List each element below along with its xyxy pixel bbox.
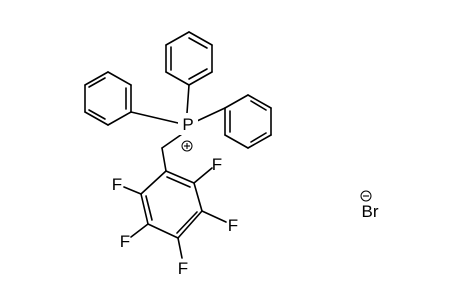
- phosphorus-label: P: [182, 115, 193, 134]
- fluorine-label: F: [112, 175, 122, 194]
- fluorine-label: F: [178, 259, 188, 278]
- fluorine-label: F: [120, 232, 130, 251]
- pentafluorophenyl-ring: [140, 170, 203, 239]
- phenyl-ring-left: [84, 71, 132, 126]
- positive-charge-icon: [181, 140, 193, 152]
- fluorine-labels: F F F F F: [112, 155, 238, 278]
- fluorine-label: F: [228, 216, 238, 235]
- phenyl-ring-right: [224, 94, 272, 149]
- phenyl-ring-top: [165, 31, 213, 86]
- bromide-label: Br: [362, 202, 379, 221]
- phosphorus-atom: P: [178, 113, 198, 152]
- bromide-ion: Br: [360, 190, 379, 221]
- c-f-bonds: [123, 167, 227, 259]
- negative-charge-icon: [360, 190, 372, 202]
- fluorine-label: F: [212, 155, 222, 174]
